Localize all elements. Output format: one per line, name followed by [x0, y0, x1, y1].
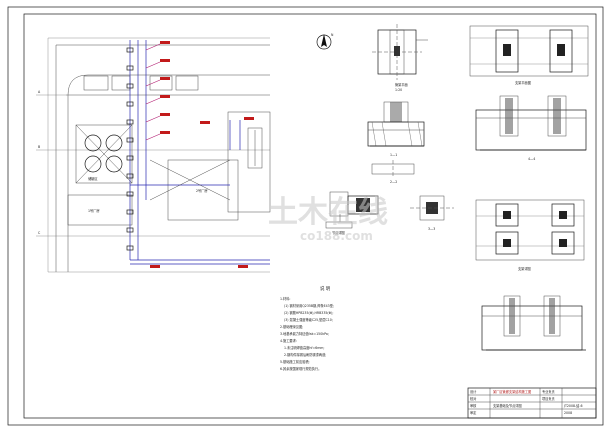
building-b-label: 2号厂房: [196, 188, 208, 193]
tank-icon: [84, 155, 102, 173]
site-plan: A B C 储罐区 1号厂房 2号厂房: [36, 33, 334, 273]
tank-icon: [84, 134, 102, 152]
watermark: 土木在线 co188.com: [268, 195, 388, 243]
note-line: 4.施工要求:: [280, 338, 297, 343]
detail-caption: 管架平面: [395, 82, 408, 87]
notes-heading: 说 明: [320, 285, 331, 292]
title-date: 2008: [564, 411, 572, 415]
sheet-frame: [7, 6, 604, 426]
tank-icon: [105, 155, 123, 173]
note-line: 2.基础埋深见图;: [280, 324, 303, 329]
north-label: N: [331, 33, 334, 37]
note-line: 2.钢构件除锈后刷防锈漆两道;: [284, 352, 326, 357]
detail-scale: 1:20: [395, 88, 402, 92]
detail-caption: 支架详图: [518, 266, 531, 271]
inner-frame: [23, 13, 597, 419]
title-project: 某厂区管廊支架结构施工图: [493, 389, 531, 394]
title-role: 专业负责: [542, 389, 555, 394]
title-role: 项目负责: [542, 396, 555, 401]
building-a-label: 1号厂房: [88, 208, 100, 213]
tank-icon: [105, 134, 123, 152]
note-line: (1) 钢材采用Q235B钢,焊条E43型;: [284, 303, 334, 308]
section-3-label: 3—3: [428, 227, 435, 231]
note-line: 3.地基承载力特征值fak=150kPa;: [280, 331, 329, 336]
title-role: 审核: [470, 403, 477, 408]
watermark-main: 土木在线: [268, 195, 388, 230]
title-block: 设计 校对 审核 审定 某厂区管廊支架结构施工图 支架基础及节点详图 专业负责 …: [467, 387, 597, 419]
title-role: 校对: [470, 396, 477, 401]
section-4-label: 4—4: [528, 157, 535, 161]
detail-column-right: 支架平面图 4—4 支架详图: [469, 25, 589, 351]
title-role: 审定: [470, 410, 477, 415]
note-line: 5.基础施工前应验槽;: [280, 359, 310, 364]
section-2-label: 2—2: [390, 180, 397, 184]
axis-label-c: C: [38, 231, 41, 235]
tank-area: [75, 124, 133, 184]
general-notes: 说 明 1.材料: (1) 钢材采用Q235B钢,焊条E43型; (2) 钢筋H…: [280, 285, 334, 371]
note-line: (3) 混凝土强度等级C25,垫层C10;: [284, 317, 333, 322]
section-1-label: 1—1: [390, 153, 397, 157]
title-role: 设计: [470, 389, 477, 394]
axis-label-b: B: [38, 145, 40, 149]
watermark-sub: co188.com: [300, 229, 373, 243]
note-line: 1.未注明焊缝高度hf=6mm;: [284, 345, 324, 350]
detail-column-middle: 管架平面 1:20 1—1 2—2 节点详图 3—3: [325, 24, 454, 235]
tank-area-label: 储罐区: [88, 176, 98, 181]
note-line: (2) 钢筋HPB235(Φ),HRB335(Φ);: [284, 310, 333, 315]
building-b: [167, 159, 239, 221]
note-line: 1.材料:: [280, 296, 291, 301]
title-drawing-no: JT2008-结-6: [563, 403, 583, 408]
detail-caption: 支架平面图: [515, 80, 531, 85]
axis-label-a: A: [38, 90, 41, 94]
detail-caption: 节点详图: [332, 230, 345, 235]
title-drawing-name: 支架基础及节点详图: [493, 403, 522, 408]
note-line: 6.其余按国家现行规范执行。: [280, 366, 321, 371]
